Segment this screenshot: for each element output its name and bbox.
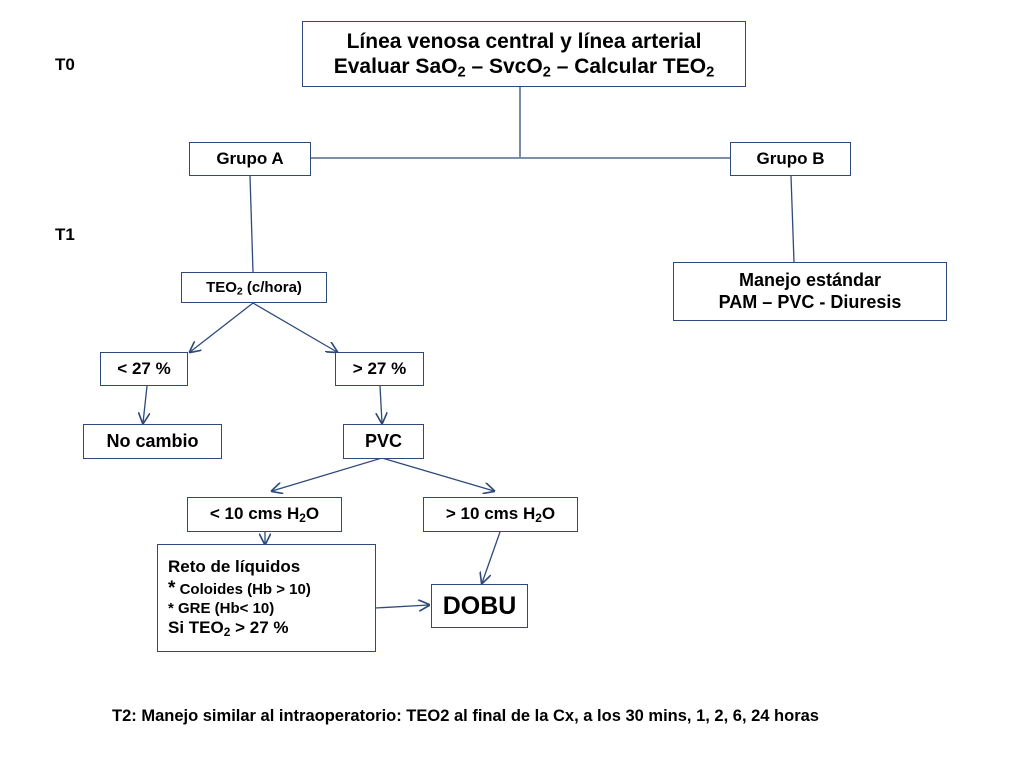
connector-groupa-teo (249, 175, 254, 273)
reto-title: Reto de líquidos (168, 557, 301, 577)
lt27-node: < 27 % (100, 352, 188, 386)
gt10-node: > 10 cms H2O (423, 497, 578, 532)
t1-label: T1 (55, 225, 75, 244)
footer-note: T2: Manejo similar al intraoperatorio: T… (112, 707, 819, 725)
arrow-pvc-gt10 (381, 457, 494, 491)
manejo-line2: PAM – PVC - Diuresis (718, 291, 902, 312)
arrow-gt27-pvc (380, 385, 382, 423)
reto-node: Reto de líquidos * Coloides (Hb > 10) * … (157, 544, 376, 652)
group-a-node: Grupo A (189, 142, 311, 176)
group-b-node: Grupo B (730, 142, 851, 176)
gt27-node: > 27 % (335, 352, 424, 386)
arrow-teo-gt27 (252, 302, 337, 352)
arrow-lt27-nocambio (143, 385, 147, 423)
manejo-line1: Manejo estándar (738, 269, 882, 290)
manejo-node: Manejo estándar PAM – PVC - Diuresis (673, 262, 947, 321)
reto-item-coloides: * Coloides (Hb > 10) (168, 577, 311, 599)
connector-groupb-manejo (790, 175, 795, 263)
top-node-line2: Evaluar SaO2 – SvcO2 – Calcular TEO2 (333, 55, 715, 81)
teo-node: TEO2 (c/hora) (181, 272, 327, 303)
dobu-node: DOBU (431, 584, 528, 628)
arrow-pvc-lt10 (272, 457, 383, 491)
reto-item-gre: * GRE (Hb< 10) (168, 600, 275, 618)
pvc-node: PVC (343, 424, 424, 459)
no-cambio-node: No cambio (83, 424, 222, 459)
arrow-gt10-dobu (482, 531, 501, 583)
t0-label: T0 (55, 55, 75, 74)
reto-condition: Si TEO2 > 27 % (168, 618, 289, 640)
top-node-line1: Línea venosa central y línea arterial (346, 29, 702, 53)
top-node: Línea venosa central y línea arterial Ev… (302, 21, 746, 87)
arrow-reto-dobu (374, 605, 429, 608)
arrow-teo-lt27 (190, 302, 254, 352)
lt10-node: < 10 cms H2O (187, 497, 342, 532)
